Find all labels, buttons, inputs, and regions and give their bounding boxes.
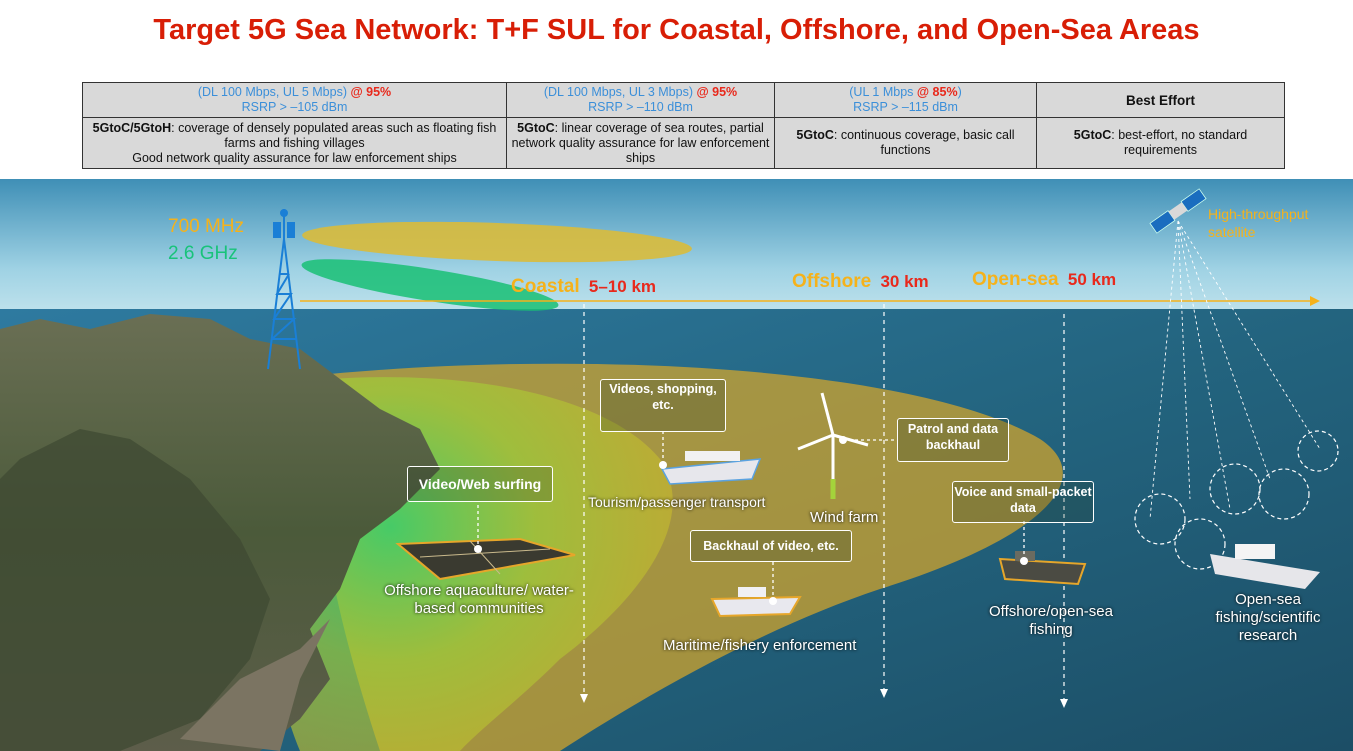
table-cell-offshore-desc: 5GtoC: linear coverage of sea routes, pa…: [506, 117, 775, 169]
table-cell-coastal-req: (DL 100 Mbps, UL 5 Mbps) @ 95% RSRP > –1…: [82, 82, 507, 118]
service-box-patrol: Patrol and data backhaul: [897, 418, 1009, 462]
table-cell-offshore-req: (DL 100 Mbps, UL 3 Mbps) @ 95% RSRP > –1…: [506, 82, 775, 118]
satellite-label: High-throughput satellite: [1208, 206, 1309, 240]
table-cell-opensea-desc: 5GtoC: continuous coverage, basic call f…: [774, 117, 1037, 169]
fishing-boat-icon: [998, 551, 1087, 586]
mountain-ridge: [0, 429, 270, 751]
satellite-coverage-cells: [1134, 430, 1339, 570]
req-rate: (UL 1 Mbps: [849, 85, 914, 99]
desc-text: : linear coverage of sea routes, partial…: [511, 120, 770, 165]
satellite-icon: [1149, 188, 1207, 234]
req-percent: @ 95%: [350, 85, 392, 99]
desc-bold: 5GtoC: [517, 120, 555, 135]
opensea-distance-label: Open-sea 50 km: [972, 269, 1116, 291]
aquaculture-label: Offshore aquaculture/ water-based commun…: [384, 582, 574, 617]
desc-text-2: Good network quality assurance for law e…: [132, 150, 457, 165]
fish-farm-icon: [395, 537, 576, 581]
coastal-town: [180, 619, 330, 751]
beam-26ghz: [301, 259, 559, 311]
offshore-distance-label: Offshore 30 km: [792, 271, 929, 293]
coverage-scene: 700 MHz 2.6 GHz Coastal 5–10 km Offshore…: [0, 179, 1353, 751]
desc-text: : continuous coverage, basic call functi…: [833, 128, 1015, 157]
freq-26-label: 2.6 GHz: [168, 243, 238, 264]
arrowhead: [880, 689, 888, 698]
service-box-video-shopping: Videos, shopping, etc.: [600, 379, 726, 432]
offshore-fishing-label: Offshore/open-sea fishing: [989, 603, 1113, 638]
table-row: 5GtoC/5GtoH: coverage of densely populat…: [82, 117, 1285, 169]
req-rsrp: RSRP > –110 dBm: [588, 100, 693, 114]
axis-arrowhead: [1310, 296, 1320, 306]
req-rate-close: ): [957, 85, 962, 99]
opensea-distance: 50 km: [1067, 270, 1117, 289]
patrol-vessel-icon: [710, 587, 802, 618]
coastal-distance-label: Coastal 5–10 km: [511, 276, 656, 298]
coastal-distance: 5–10 km: [588, 277, 657, 296]
req-rsrp: RSRP > –105 dBm: [241, 100, 348, 114]
requirements-table: (DL 100 Mbps, UL 5 Mbps) @ 95% RSRP > –1…: [82, 82, 1285, 169]
connector-lines: [477, 431, 1025, 599]
service-box-video-web: Video/Web surfing: [407, 466, 553, 502]
base-station-tower-icon: [267, 209, 301, 370]
req-percent: @ 95%: [696, 85, 738, 99]
beam-700mhz: [302, 221, 692, 263]
desc-bold: 5GtoC/5GtoH: [92, 120, 172, 135]
service-box-backhaul: Backhaul of video, etc.: [690, 530, 852, 562]
desc-bold: 5GtoC: [1073, 128, 1112, 142]
desc-text: : coverage of densely populated areas su…: [171, 120, 497, 150]
service-box-voice: Voice and small-packet data: [952, 481, 1094, 523]
coastal-label: Coastal: [511, 276, 580, 297]
wind-farm-label: Wind farm: [810, 509, 879, 526]
req-rate: (DL 100 Mbps, UL 5 Mbps): [197, 85, 347, 99]
offshore-label: Offshore: [792, 271, 872, 292]
satellite-rays: [1149, 220, 1321, 520]
arrowhead: [1060, 699, 1068, 708]
cruise-ship-icon: [660, 451, 762, 485]
arrowhead: [580, 694, 588, 703]
research-ship-icon: [1210, 544, 1320, 589]
maritime-label: Maritime/fishery enforcement: [663, 637, 857, 654]
offshore-distance: 30 km: [880, 272, 929, 291]
req-percent: @ 85%: [916, 85, 958, 99]
desc-bold: 5GtoC: [796, 128, 834, 142]
connector-dots: [474, 436, 1028, 605]
req-rate: (DL 100 Mbps, UL 3 Mbps): [543, 85, 693, 99]
req-rsrp: RSRP > –115 dBm: [853, 100, 958, 114]
table-cell-best-effort: Best Effort: [1036, 82, 1285, 118]
table-row: (DL 100 Mbps, UL 5 Mbps) @ 95% RSRP > –1…: [82, 82, 1285, 118]
table-cell-opensea-req: (UL 1 Mbps @ 85%) RSRP > –115 dBm: [774, 82, 1037, 118]
table-cell-coastal-desc: 5GtoC/5GtoH: coverage of densely populat…: [82, 117, 507, 169]
page-title: Target 5G Sea Network: T+F SUL for Coast…: [153, 14, 1200, 46]
desc-text: : best-effort, no standard requirements: [1111, 128, 1248, 157]
scene-graphic: [0, 179, 1353, 751]
opensea-fishing-label: Open-sea fishing/scientific research: [1215, 591, 1321, 644]
tourism-label: Tourism/passenger transport: [588, 494, 766, 510]
table-cell-best-effort-desc: 5GtoC: best-effort, no standard requirem…: [1036, 117, 1285, 169]
freq-700-label: 700 MHz: [168, 216, 245, 237]
opensea-label: Open-sea: [972, 269, 1059, 290]
